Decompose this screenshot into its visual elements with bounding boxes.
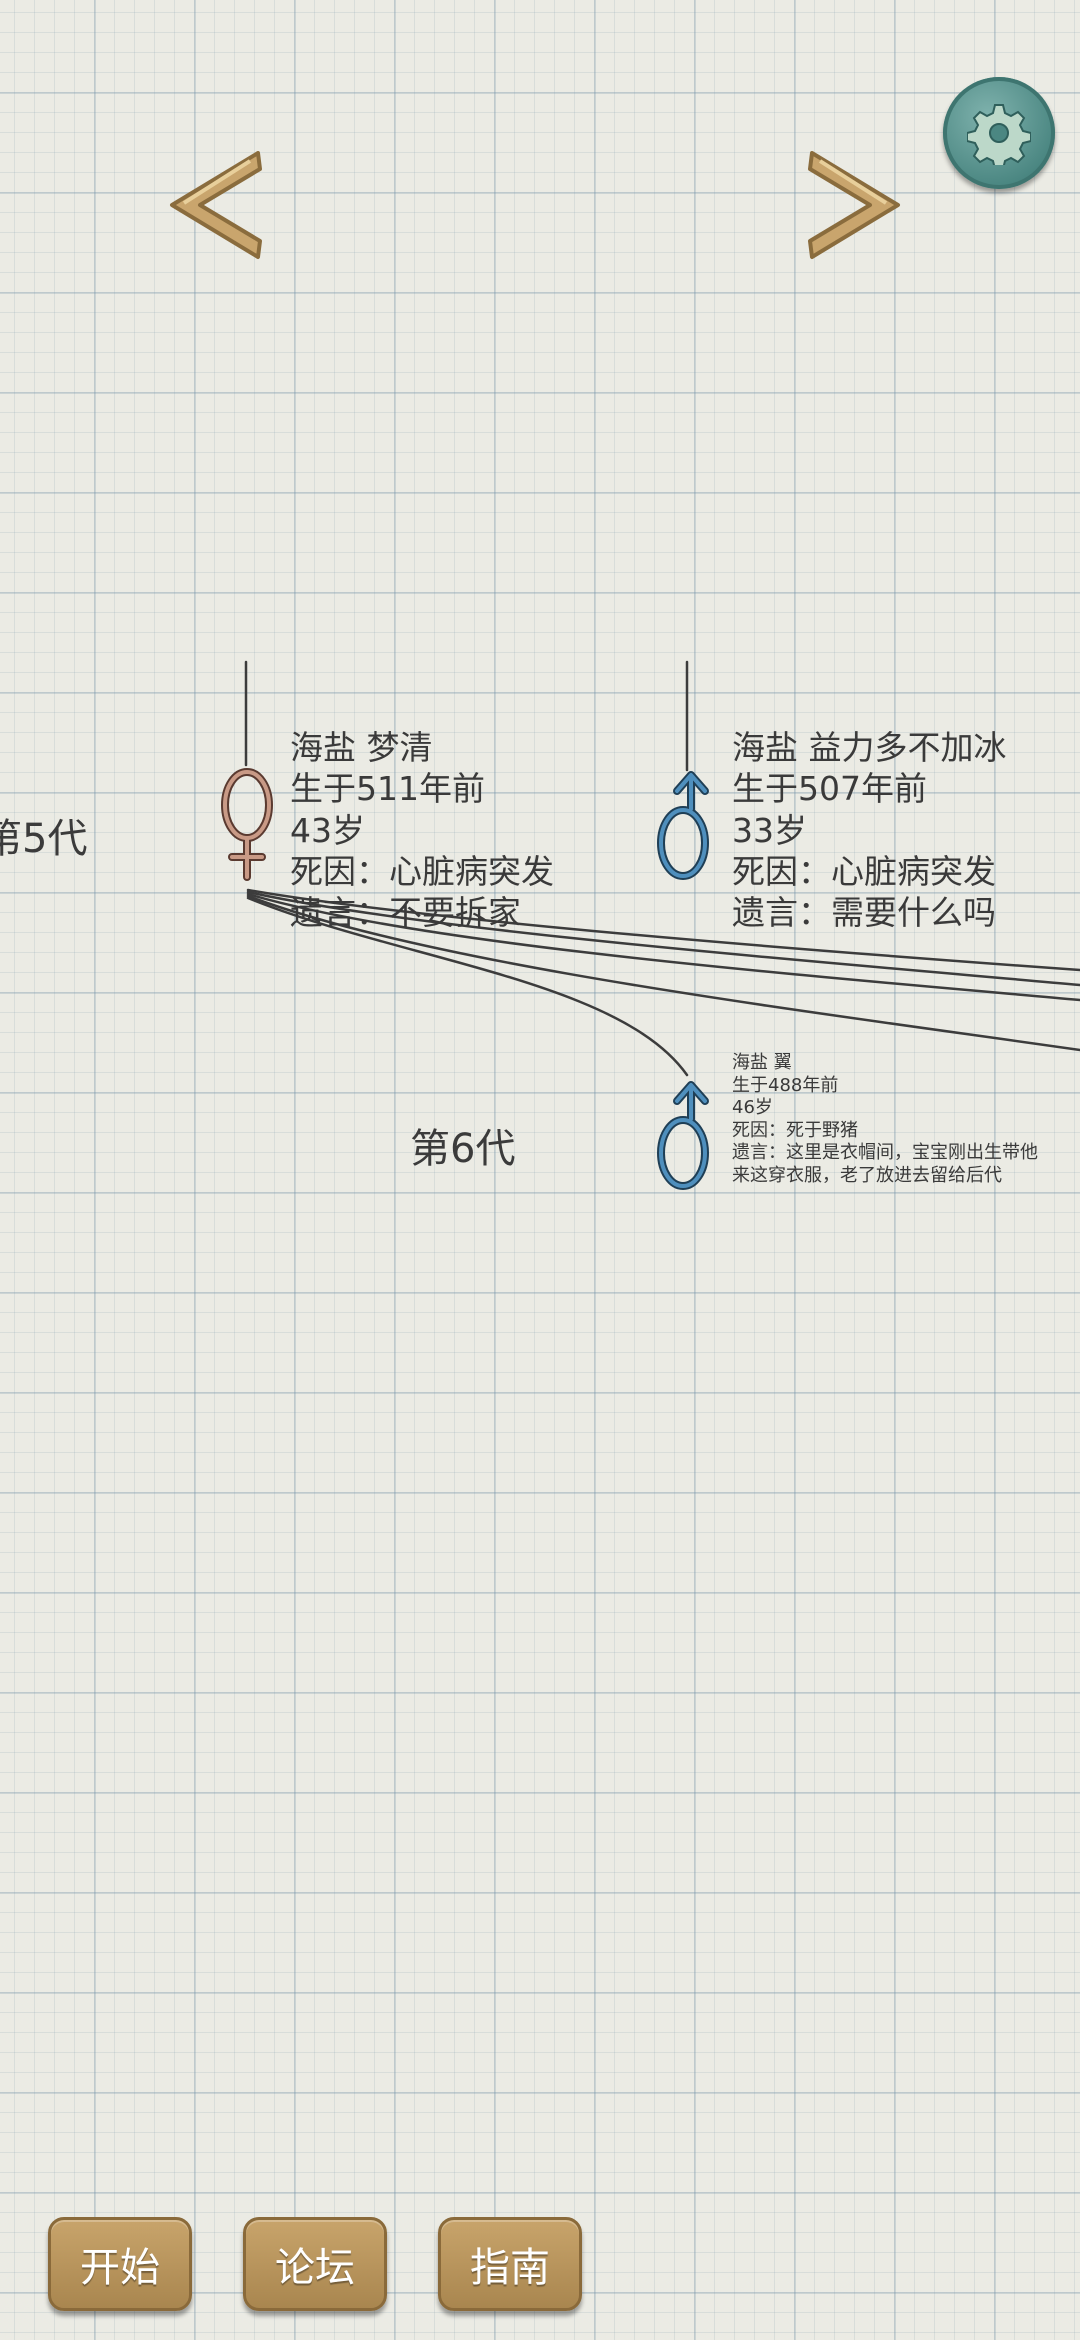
person-cause-of-death: 死因：死于野猪: [732, 1119, 858, 1141]
female-symbol-icon[interactable]: [218, 765, 276, 889]
generation-label: 第6代: [410, 1126, 516, 1172]
start-button[interactable]: 开始: [48, 2217, 192, 2311]
person-cause-of-death: 死因：心脏病突发: [732, 851, 996, 891]
person-age: 43岁: [290, 810, 365, 850]
generation-label: 第5代: [0, 816, 88, 862]
person-name: 海盐 益力多不加冰: [732, 728, 1007, 767]
next-generation-button[interactable]: [800, 145, 910, 265]
person-last-words: 遗言：不要拆家: [290, 893, 521, 932]
person-cause-of-death: 死因：心脏病突发: [290, 851, 554, 891]
person-info-yi: 海盐 翼 生于488年前 46岁 死因：死于野猪 遗言：这里是衣帽间，宝宝刚出生…: [732, 1052, 1052, 1187]
person-info-yiliduo: 海盐 益力多不加冰 生于507年前 33岁 死因：心脏病突发 遗言：需要什么吗: [732, 727, 1007, 933]
forum-button[interactable]: 论坛: [243, 2217, 387, 2311]
male-symbol-icon[interactable]: [655, 765, 719, 889]
person-name: 海盐 梦清: [290, 728, 433, 767]
chevron-left-icon: [170, 151, 262, 259]
settings-button[interactable]: [943, 77, 1055, 189]
person-born: 生于511年前: [290, 769, 485, 809]
person-info-mengqing: 海盐 梦清 生于511年前 43岁 死因：心脏病突发 遗言：不要拆家: [290, 727, 554, 933]
gear-icon: [967, 104, 1031, 165]
person-age: 46岁: [732, 1097, 773, 1118]
person-last-words: 遗言：这里是衣帽间，宝宝刚出生带他来这穿衣服，老了放进去留给后代: [732, 1142, 1038, 1186]
person-born: 生于507年前: [732, 769, 927, 809]
person-age: 33岁: [732, 810, 807, 850]
person-born: 生于488年前: [732, 1074, 839, 1096]
person-last-words: 遗言：需要什么吗: [732, 893, 996, 932]
chevron-right-icon: [808, 151, 900, 259]
male-symbol-icon[interactable]: [655, 1075, 719, 1199]
guide-button[interactable]: 指南: [438, 2217, 582, 2311]
person-name: 海盐 翼: [732, 1052, 792, 1073]
prev-generation-button[interactable]: [160, 145, 270, 265]
